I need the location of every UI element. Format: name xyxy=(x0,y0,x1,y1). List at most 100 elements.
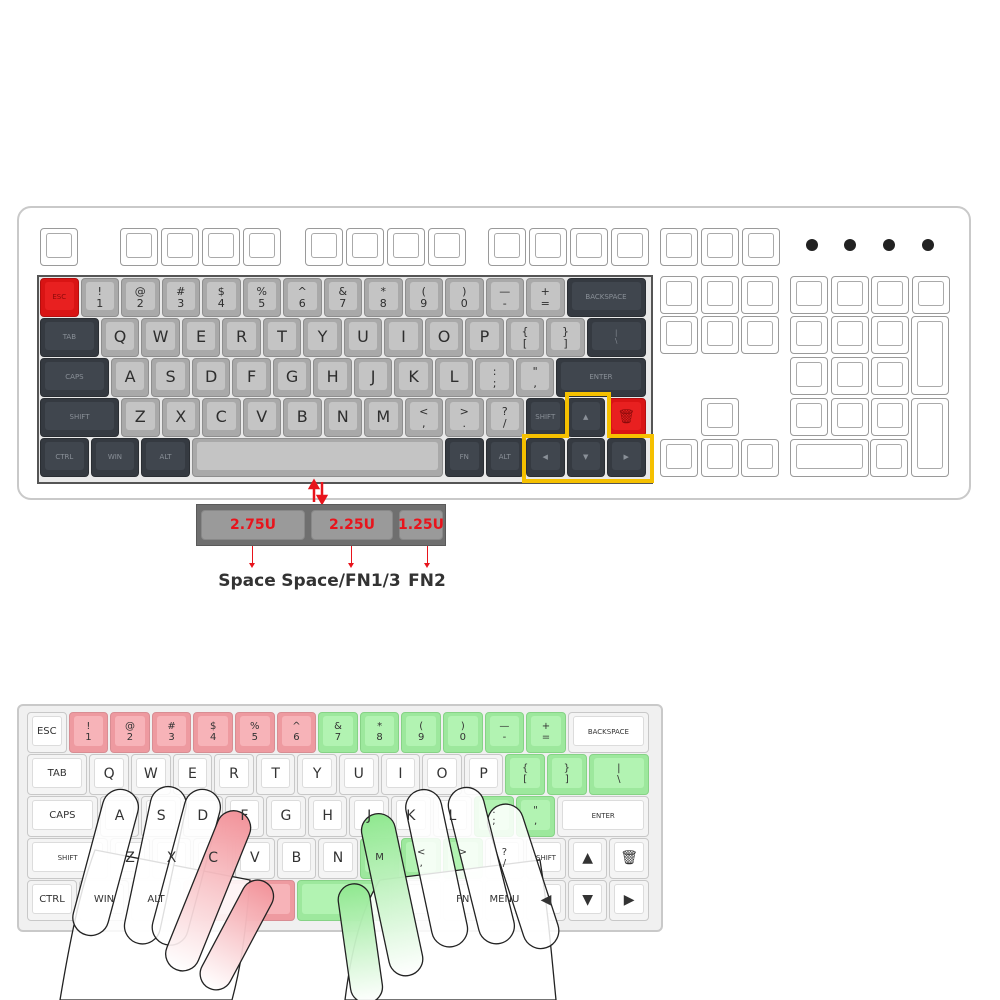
arrow-key[interactable] xyxy=(700,439,739,477)
key-y[interactable]: Y xyxy=(297,754,337,795)
function-key[interactable] xyxy=(570,228,608,266)
key-q[interactable]: Q xyxy=(100,318,140,357)
nav-key[interactable] xyxy=(700,316,739,354)
key-3[interactable]: #3 xyxy=(151,712,192,753)
key-9[interactable]: (9 xyxy=(401,712,441,753)
numpad-plus-key[interactable] xyxy=(911,316,949,395)
key-symbol[interactable]: ▲ xyxy=(567,838,608,879)
key-2[interactable]: @2 xyxy=(121,278,160,317)
key-4[interactable]: $4 xyxy=(202,278,241,317)
key-j[interactable]: J xyxy=(353,358,393,397)
function-key[interactable] xyxy=(305,228,343,266)
key-e[interactable]: E xyxy=(172,754,213,795)
key-c[interactable]: C xyxy=(202,398,241,437)
key-blank[interactable] xyxy=(191,438,443,477)
nav-key[interactable] xyxy=(660,316,698,354)
key-symbol[interactable]: 🗑 xyxy=(609,838,649,879)
key-a[interactable]: A xyxy=(110,358,150,397)
key-z[interactable]: Z xyxy=(121,398,160,437)
key-d[interactable]: D xyxy=(191,358,231,397)
key-l[interactable]: L xyxy=(434,358,474,397)
key-k[interactable]: K xyxy=(394,358,433,397)
function-key[interactable] xyxy=(742,228,780,266)
nav-key[interactable] xyxy=(741,316,779,354)
key-1[interactable]: !1 xyxy=(68,712,109,753)
key-u[interactable]: U xyxy=(343,318,383,357)
key-h[interactable]: H xyxy=(307,796,348,837)
key-o[interactable]: O xyxy=(424,318,464,357)
key-alt[interactable]: ALT xyxy=(485,438,524,477)
key-win[interactable]: WIN xyxy=(90,438,140,477)
key-fn[interactable]: FN xyxy=(445,438,484,477)
key-symbol[interactable]: }] xyxy=(547,754,587,795)
key-g[interactable]: G xyxy=(272,358,312,397)
key-enter[interactable]: ENTER xyxy=(556,358,646,397)
key-b[interactable]: B xyxy=(283,398,322,437)
key-enter[interactable]: ENTER xyxy=(557,796,649,837)
key-t[interactable]: T xyxy=(262,318,302,357)
function-key[interactable] xyxy=(161,228,199,266)
key-o[interactable]: O xyxy=(422,754,462,795)
key-g[interactable]: G xyxy=(266,796,306,837)
key-8[interactable]: *8 xyxy=(359,712,400,753)
key-s[interactable]: S xyxy=(151,358,190,397)
key-symbol[interactable]: >. xyxy=(445,398,484,437)
numpad-key[interactable] xyxy=(871,357,909,395)
function-key[interactable] xyxy=(428,228,466,266)
key-alt[interactable]: ALT xyxy=(141,438,190,477)
key-f[interactable]: F xyxy=(232,358,271,397)
function-key[interactable] xyxy=(488,228,526,266)
key-symbol[interactable]: <, xyxy=(404,398,443,437)
key-7[interactable]: &7 xyxy=(318,712,358,753)
numpad-key[interactable] xyxy=(871,398,909,436)
key-symbol[interactable]: {[ xyxy=(505,318,545,357)
key-u[interactable]: U xyxy=(339,754,379,795)
key-symbol[interactable]: |\ xyxy=(588,754,649,795)
key-symbol[interactable]: ▶ xyxy=(609,880,649,921)
key-symbol[interactable]: ▼ xyxy=(567,880,608,921)
key-caps[interactable]: CAPS xyxy=(27,796,98,837)
key-esc[interactable]: ESC xyxy=(27,712,67,753)
function-key[interactable] xyxy=(120,228,158,266)
function-key[interactable] xyxy=(40,228,78,266)
key-5[interactable]: %5 xyxy=(242,278,281,317)
key-symbol[interactable]: += xyxy=(526,712,566,753)
key-tab[interactable]: TAB xyxy=(40,318,99,357)
function-key[interactable] xyxy=(660,228,698,266)
key-6[interactable]: ^6 xyxy=(276,712,317,753)
numpad-key[interactable] xyxy=(790,357,828,395)
key-symbol[interactable]: —- xyxy=(485,278,524,317)
key-b[interactable]: B xyxy=(276,838,317,879)
arrow-key[interactable] xyxy=(741,439,779,477)
nav-key[interactable] xyxy=(700,276,739,314)
numpad-key[interactable] xyxy=(830,316,869,354)
key-w[interactable]: W xyxy=(141,318,180,357)
function-key[interactable] xyxy=(701,228,739,266)
key-m[interactable]: M xyxy=(364,398,403,437)
key-backspace[interactable]: BACKSPACE xyxy=(567,712,649,753)
key-v[interactable]: V xyxy=(242,398,281,437)
function-key[interactable] xyxy=(202,228,240,266)
key-x[interactable]: X xyxy=(161,398,200,437)
arrow-key[interactable] xyxy=(660,439,698,477)
function-key[interactable] xyxy=(387,228,425,266)
key-9[interactable]: (9 xyxy=(404,278,443,317)
function-key[interactable] xyxy=(611,228,649,266)
key-symbol[interactable]: —- xyxy=(484,712,525,753)
numpad-key[interactable] xyxy=(790,398,828,436)
arrow-up-key[interactable] xyxy=(701,398,739,436)
key-i[interactable]: I xyxy=(384,318,423,357)
numpad-zero-key[interactable] xyxy=(790,439,869,477)
numpad-key[interactable] xyxy=(830,398,869,436)
key-tab[interactable]: TAB xyxy=(27,754,88,795)
key-shift[interactable]: SHIFT xyxy=(40,398,119,437)
key-n[interactable]: N xyxy=(323,398,362,437)
numpad-key[interactable] xyxy=(911,276,950,314)
numpad-key[interactable] xyxy=(830,357,869,395)
key-symbol[interactable]: |\ xyxy=(586,318,646,357)
key-3[interactable]: #3 xyxy=(161,278,200,317)
key-r[interactable]: R xyxy=(214,754,254,795)
key-0[interactable]: )0 xyxy=(443,712,483,753)
key-t[interactable]: T xyxy=(255,754,296,795)
numpad-key[interactable] xyxy=(790,276,828,314)
